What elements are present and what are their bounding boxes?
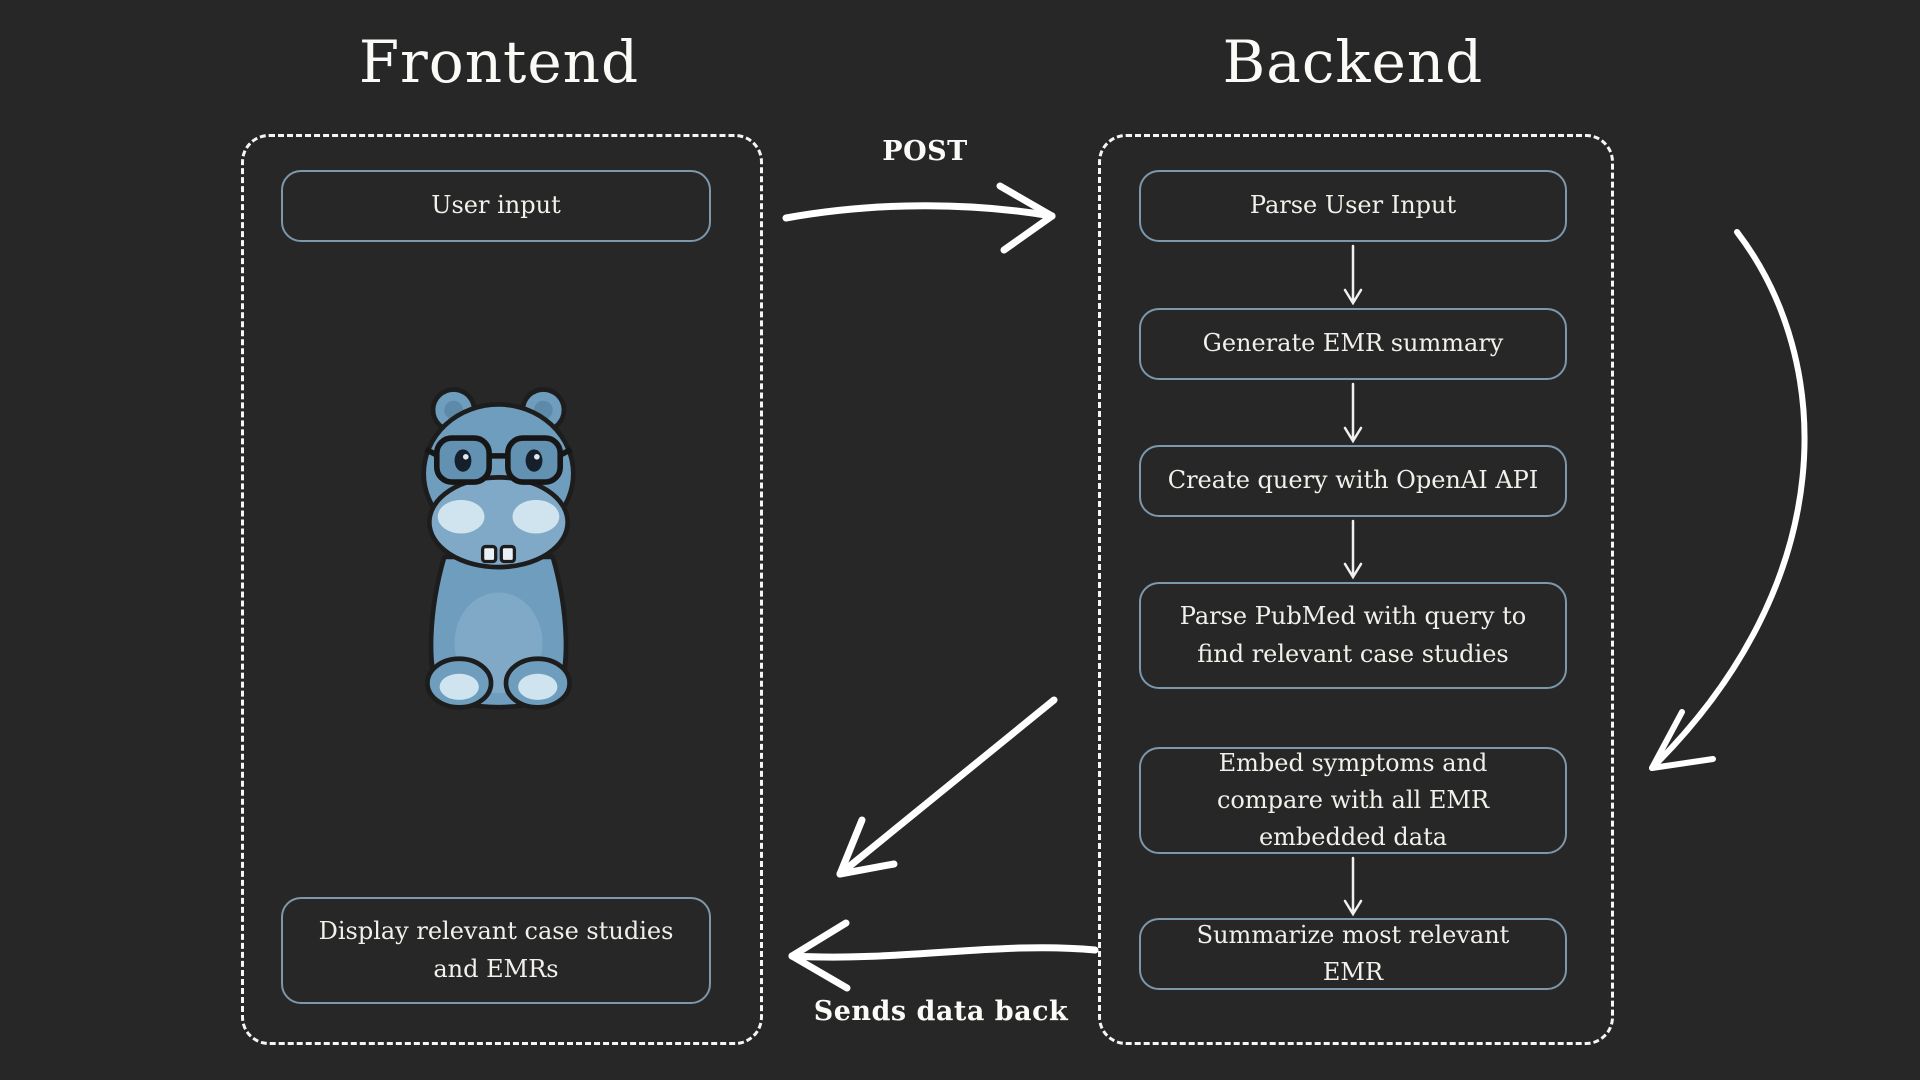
step-generate-emr-summary: Generate EMR summary: [1139, 308, 1567, 380]
backend-panel: [1098, 134, 1614, 1045]
frontend-panel: [241, 134, 763, 1045]
curved-loop-arrow: [1649, 229, 1808, 771]
backend-title: Backend: [1222, 28, 1484, 96]
step-create-query-openai: Create query with OpenAI API: [1139, 445, 1567, 517]
step-summarize-emr: Summarize most relevant EMR: [1139, 918, 1567, 990]
hippo-mascot-icon: [421, 387, 576, 710]
diagonal-return-arrow: [836, 696, 1058, 878]
user-input-box: User input: [281, 170, 711, 242]
post-arrow: [782, 182, 1056, 254]
sends-data-back-label: Sends data back: [813, 996, 1069, 1027]
sends-data-back-arrow: [788, 919, 1099, 992]
step-embed-symptoms: Embed symptoms and compare with all EMR …: [1139, 747, 1567, 854]
step-parse-user-input: Parse User Input: [1139, 170, 1567, 242]
frontend-title: Frontend: [358, 28, 640, 96]
display-results-box: Display relevant case studies and EMRs: [281, 897, 711, 1004]
post-arrow-label: POST: [882, 136, 968, 167]
step-parse-pubmed: Parse PubMed with query to find relevant…: [1139, 582, 1567, 689]
